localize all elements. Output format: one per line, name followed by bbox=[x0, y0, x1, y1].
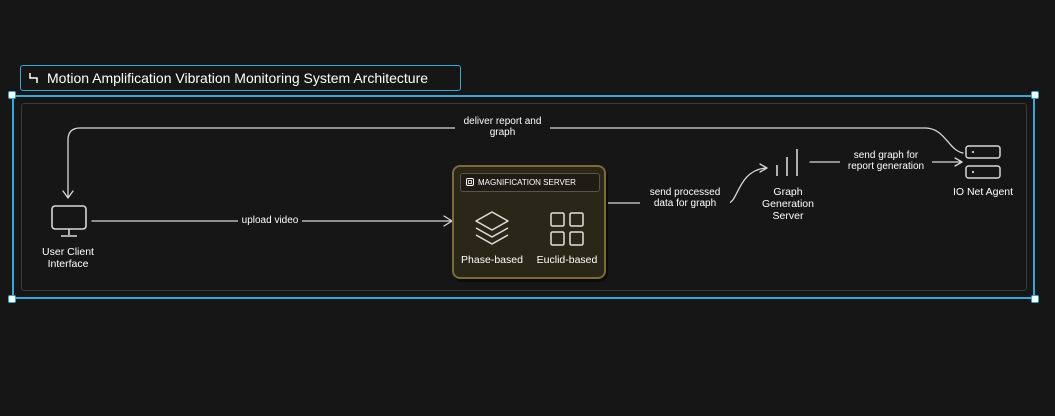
resize-handle-top-left[interactable] bbox=[8, 91, 16, 99]
chip-icon bbox=[466, 178, 474, 186]
server-item-euclid-based: Euclid-based bbox=[536, 254, 598, 266]
server-rack-icon bbox=[965, 145, 1001, 179]
node-label-graph-server: Graph Generation Server bbox=[762, 186, 814, 222]
diagram-title-tag[interactable]: Motion Amplification Vibration Monitorin… bbox=[20, 65, 461, 91]
edge-label-send-processed: send processed data for graph bbox=[640, 187, 730, 209]
diagram-frame bbox=[21, 103, 1027, 291]
edge-deliver-report bbox=[67, 127, 964, 198]
node-label-user-client: User Client Interface bbox=[42, 246, 94, 270]
resize-handle-bottom-left[interactable] bbox=[8, 295, 16, 303]
bars-icon bbox=[776, 149, 798, 176]
edge-send-graph-arrowhead bbox=[954, 157, 963, 167]
diagram-title: Motion Amplification Vibration Monitorin… bbox=[47, 70, 429, 86]
corner-arrow-icon bbox=[27, 67, 41, 90]
edge-send-processed-arrowhead bbox=[759, 163, 768, 173]
resize-handle-top-right[interactable] bbox=[1031, 91, 1039, 99]
magnification-server-group[interactable]: MAGNIFICATION SERVER Phase-based Euclid-… bbox=[452, 165, 606, 279]
resize-handle-bottom-right[interactable] bbox=[1031, 295, 1039, 303]
magnification-server-title: MAGNIFICATION SERVER bbox=[478, 178, 576, 187]
edge-label-send-graph: send graph for report generation bbox=[840, 150, 932, 172]
node-label-io-net-agent: IO Net Agent bbox=[952, 186, 1014, 198]
edge-label-deliver-report: deliver report and graph bbox=[455, 116, 550, 138]
edge-label-upload-video: upload video bbox=[238, 215, 302, 226]
selection-box[interactable] bbox=[12, 95, 1035, 299]
monitor-icon bbox=[51, 205, 87, 237]
edge-deliver-report-arrowhead bbox=[62, 190, 74, 199]
server-item-phase-based: Phase-based bbox=[461, 254, 523, 266]
grid-icon bbox=[550, 212, 584, 246]
layers-icon bbox=[475, 211, 509, 245]
magnification-server-header: MAGNIFICATION SERVER bbox=[460, 173, 600, 192]
